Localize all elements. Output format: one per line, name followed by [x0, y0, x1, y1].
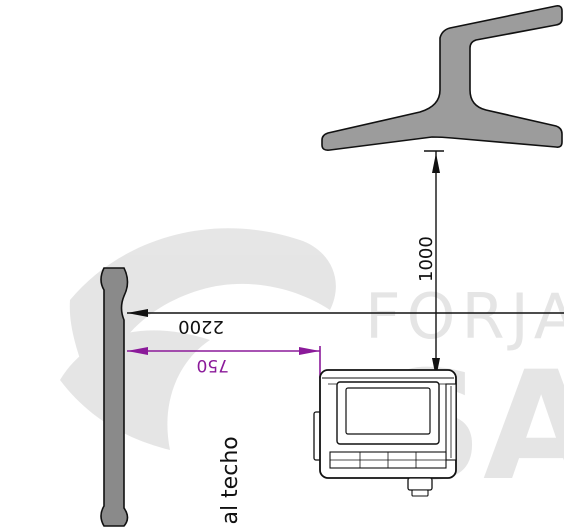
dimension-750-arrow-right	[299, 347, 320, 355]
dimension-1000: 1000	[416, 150, 444, 378]
watermark-logo-swoosh	[69, 228, 336, 400]
dimension-750-label: 750	[197, 355, 229, 375]
wall	[100, 267, 129, 527]
device	[313, 369, 457, 497]
dimension-1000-arrow-top	[432, 153, 440, 173]
watermark-text-top: FORJA	[365, 280, 564, 353]
dimension-750: 750	[127, 346, 321, 378]
ceiling-beam	[321, 5, 563, 151]
device-window-inner	[345, 387, 431, 435]
side-label-background	[182, 398, 250, 531]
dimension-1000-label: 1000	[416, 236, 437, 282]
watermark-logo-swoosh-lower	[60, 330, 210, 450]
dimension-1000-arrow-bottom	[432, 358, 440, 378]
dimension-2200-label: 2200	[178, 316, 224, 337]
device-bottom-connector-nut	[411, 489, 429, 497]
dimension-2200: 2200	[127, 309, 564, 337]
side-label: a al techo	[218, 436, 243, 531]
wall-section	[100, 267, 129, 527]
dimension-750-arrow-left	[127, 347, 148, 355]
dimension-2200-arrow-left	[127, 309, 148, 317]
watermark: FORJA SA	[60, 228, 564, 514]
beam-profile	[321, 5, 563, 151]
device-bottom-connector	[407, 477, 433, 491]
